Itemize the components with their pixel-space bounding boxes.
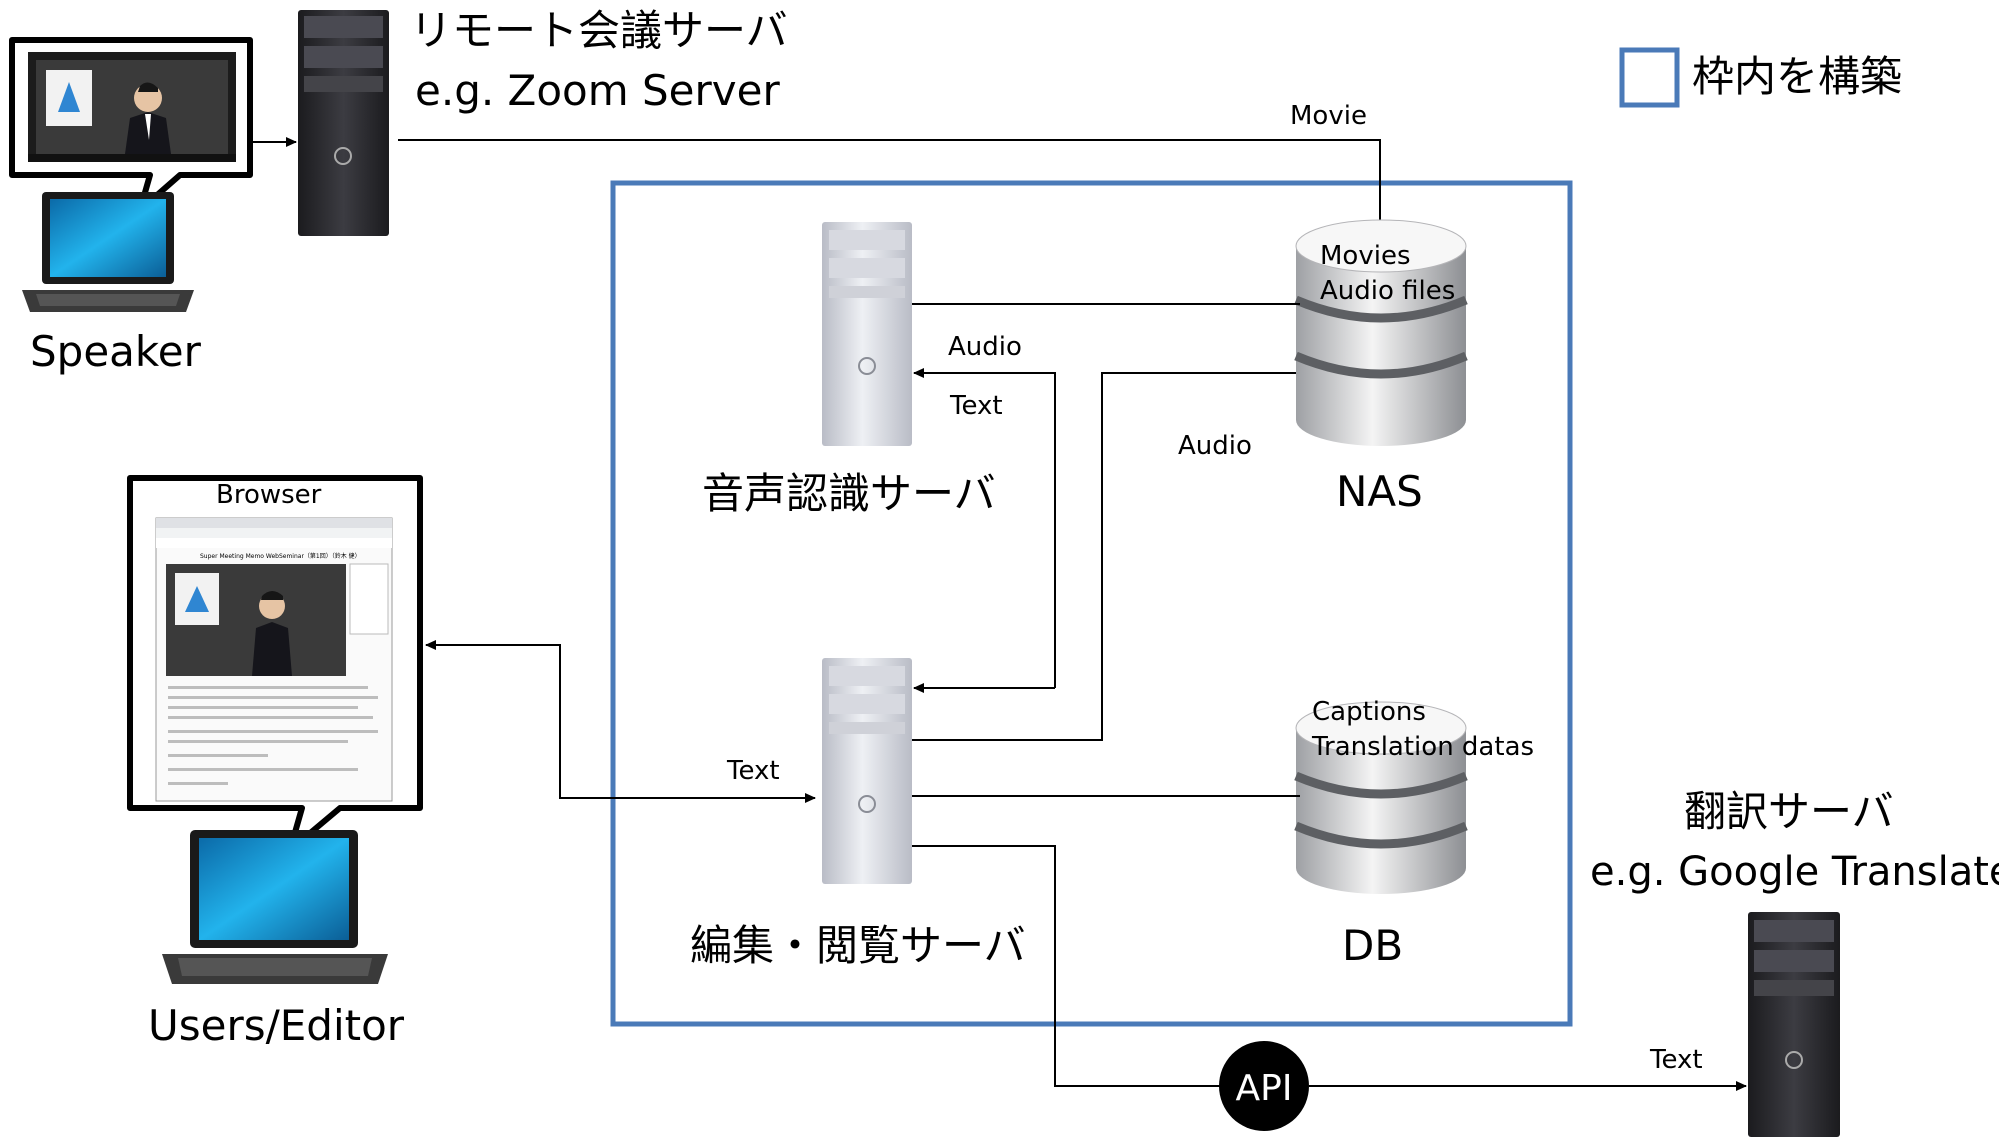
translate-server-example: e.g. Google Translate (1590, 849, 1999, 895)
browser-callout (127, 475, 423, 853)
users-laptop-icon (162, 830, 388, 984)
nas-label: NAS (1336, 467, 1423, 516)
speaker-laptop-icon (22, 192, 194, 312)
translate-server-icon (1748, 912, 1840, 1137)
legend-swatch (1619, 47, 1680, 108)
line-edit-to-api (912, 845, 1220, 1087)
db-label: DB (1342, 921, 1403, 970)
line-nas-to-edit-audio (912, 372, 1296, 741)
arrow-movie-to-nas (398, 139, 1385, 231)
speaker-label: Speaker (30, 327, 202, 376)
db-line2: Translation datas (1311, 732, 1534, 762)
arrow-text-speech-edit (913, 368, 1056, 688)
nas-line1: Movies (1320, 241, 1411, 271)
users-label: Users/Editor (148, 1001, 405, 1050)
flow-text-to-translate-label: Text (1649, 1045, 1703, 1075)
db-storage-icon (1294, 701, 1468, 894)
flow-text-to-browser-label: Text (726, 756, 780, 786)
browser-label: Browser (216, 480, 322, 510)
nas-storage-icon (1294, 219, 1468, 446)
remote-server-title: リモート会議サーバ (410, 6, 788, 55)
db-line1: Captions (1312, 697, 1426, 727)
nas-line2: Audio files (1320, 276, 1455, 306)
remote-meeting-server-icon (298, 10, 389, 236)
edit-server-label: 編集・閲覧サーバ (690, 921, 1026, 970)
flow-text-from-speech-label: Text (949, 391, 1003, 421)
flow-audio-to-edit-label: Audio (1178, 431, 1252, 461)
speech-server-label: 音声認識サーバ (702, 469, 996, 518)
legend-label: 枠内を構築 (1692, 52, 1902, 101)
flow-movie-label: Movie (1290, 101, 1367, 131)
speech-recognition-server-icon (822, 222, 912, 446)
build-scope-frame (610, 180, 1573, 1027)
api-label: API (1236, 1068, 1293, 1109)
flow-audio-to-speech-label: Audio (948, 332, 1022, 362)
edit-view-server-icon (822, 658, 912, 884)
speaker-video-callout (9, 37, 253, 213)
remote-server-example: e.g. Zoom Server (415, 66, 780, 115)
translate-server-title: 翻訳サーバ (1684, 787, 1894, 836)
api-badge (1219, 1041, 1309, 1131)
browser-window-header: Super Meeting Memo WebSeminar（第1回）（鈴木 健） (200, 552, 361, 560)
